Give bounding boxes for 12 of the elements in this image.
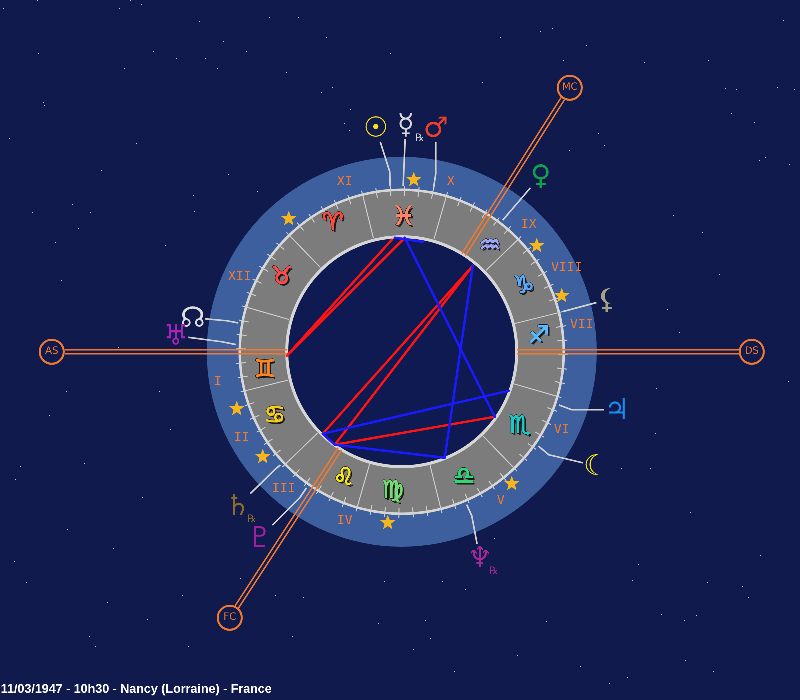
planet-symbol: ☉: [363, 114, 389, 142]
axis-marker: AS: [39, 339, 65, 365]
axis-marker: FC: [217, 605, 243, 631]
axis-marker: MC: [557, 75, 583, 101]
retrograde-mark: ℞: [490, 567, 498, 577]
planet-symbol: ☿: [397, 111, 415, 139]
caption: 11/03/1947 - 10h30 - Nancy (Lorraine) - France: [1, 683, 272, 696]
retrograde-mark: ℞: [416, 134, 424, 144]
planet-symbol: ⚸: [596, 286, 618, 314]
planet-symbol: ♂: [423, 114, 449, 142]
axis-marker: DS: [739, 339, 765, 365]
planet-symbol: ♃: [604, 396, 630, 424]
